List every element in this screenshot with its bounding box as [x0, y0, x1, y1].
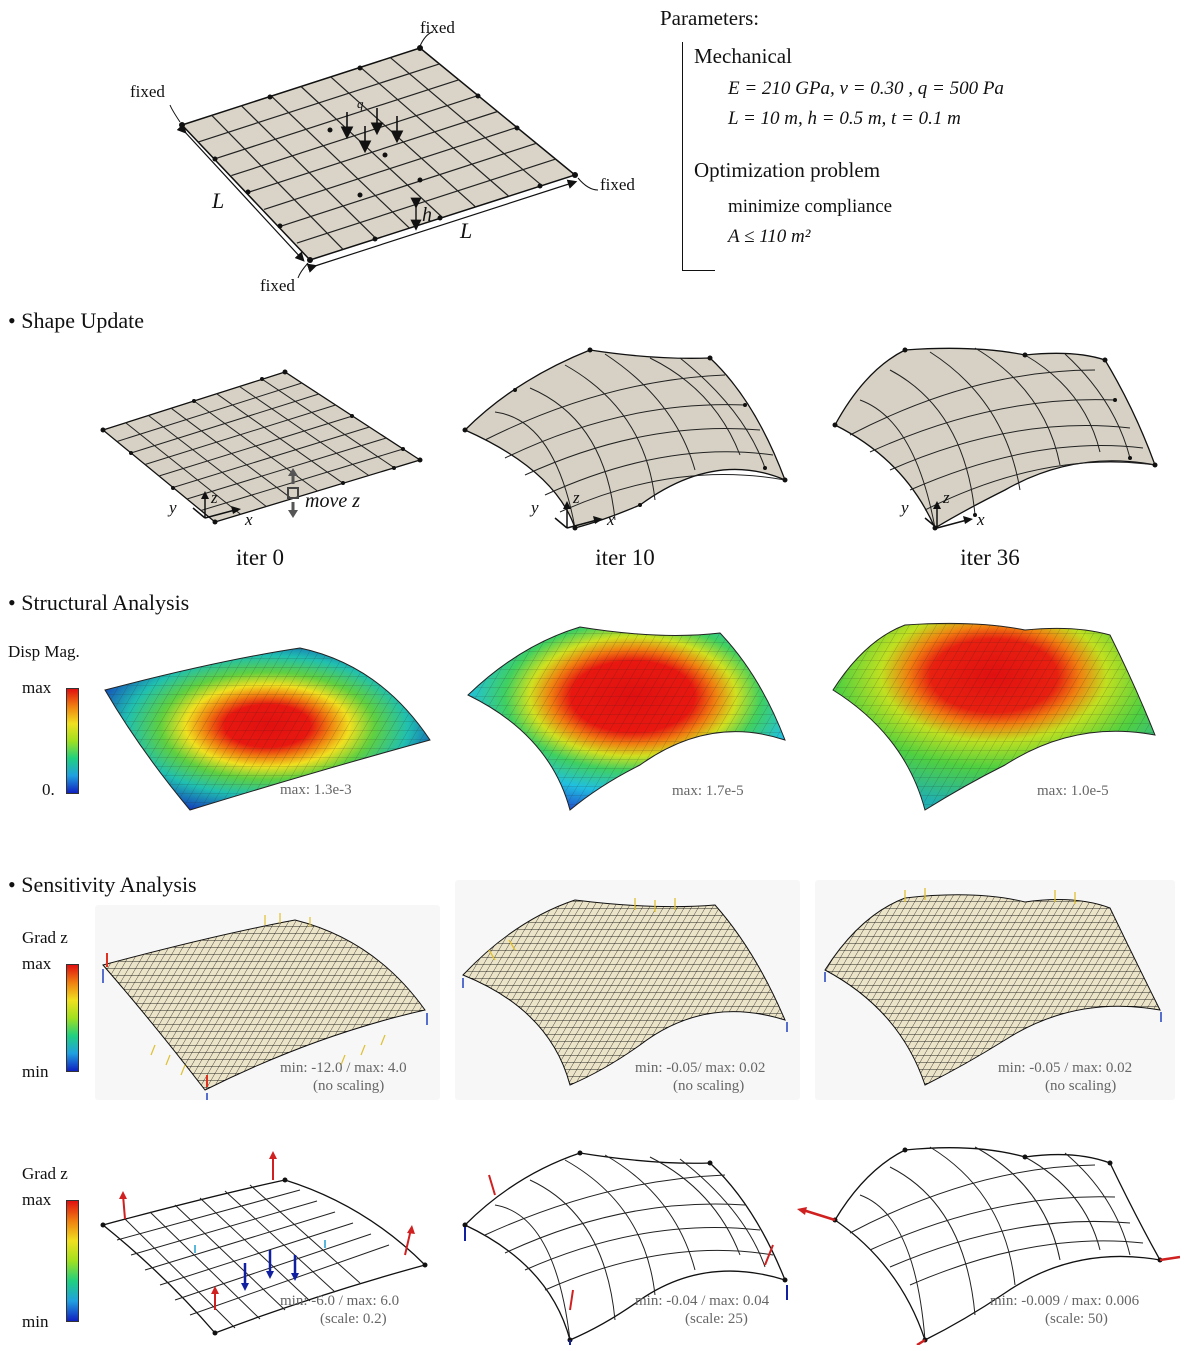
parameters-title: Parameters: — [660, 6, 760, 30]
fixed-label-top: fixed — [420, 18, 455, 37]
axis-x-label-36: x — [977, 510, 985, 529]
shape-iter-0: move z y z x — [95, 360, 435, 540]
sensitivity-analysis-heading: • Sensitivity Analysis — [8, 872, 197, 897]
axis-z-label-0: z — [211, 488, 218, 507]
axis-z-label-36: z — [943, 488, 950, 507]
disp-iter-36-surface — [832, 622, 1156, 811]
grad-sparse-iter-0-grid — [100, 1151, 428, 1336]
axis-y-label-36: y — [901, 498, 909, 517]
parameters-bracket — [682, 42, 715, 271]
mechanical-heading: Mechanical — [694, 44, 792, 68]
grad-row2-note-0: min: -6.0 / max: 6.0 — [280, 1293, 400, 1309]
grad-row2-scale-10: (scale: 25) — [685, 1311, 748, 1327]
disp-colorbar — [66, 688, 79, 794]
grad-colorbar-title-1: Grad z — [22, 928, 68, 947]
grad-row1-scale-0: (no scaling) — [313, 1078, 385, 1094]
disp-colorbar-min: 0. — [42, 780, 55, 799]
shape-iter-36: y z x — [825, 340, 1165, 540]
shape-iter-0-surface — [100, 369, 423, 525]
grad-colorbar-min-1: min — [22, 1062, 49, 1081]
shape-update-heading: • Shape Update — [8, 308, 144, 333]
shape-iter-10-surface — [462, 347, 788, 531]
caption-iter-36: iter 36 — [960, 545, 1020, 570]
grad-row1-note-36: min: -0.05 / max: 0.02 — [998, 1060, 1133, 1076]
caption-iter-10: iter 10 — [595, 545, 655, 570]
grad-dense-iter-0: min: -12.0 / max: 4.0 (no scaling) — [95, 905, 440, 1100]
disp-colorbar-max: max — [22, 678, 52, 697]
grad-dense-iter-0-mesh — [102, 913, 428, 1100]
grad-sparse-iter-36-grid — [797, 1146, 1181, 1347]
parameters-block: Parameters: Mechanical E = 210 GPa, ν = … — [660, 6, 1180, 276]
grad-row1-scale-36: (no scaling) — [1045, 1078, 1117, 1094]
grad-row1-scale-10: (no scaling) — [673, 1078, 745, 1094]
grad-colorbar-title-2: Grad z — [22, 1164, 68, 1183]
grad-dense-iter-10-mesh — [462, 898, 788, 1086]
grad-sparse-iter-10: min: -0.04 / max: 0.04 (scale: 25) — [455, 1135, 800, 1350]
optimization-heading: Optimization problem — [694, 158, 881, 182]
disp-max-note-36: max: 1.0e-5 — [1037, 783, 1109, 799]
shape-iter-36-surface — [832, 347, 1158, 531]
setup-figure: fixed fixed fixed fixed q L L h — [120, 10, 640, 300]
disp-iter-10-surface — [467, 626, 786, 811]
axis-y-label-10: y — [531, 498, 539, 517]
disp-iter-0-surface — [104, 647, 431, 811]
optimization-line-2: A ≤ 110 m² — [728, 226, 811, 247]
shape-iter-10: y z x — [455, 340, 795, 540]
mechanical-line-1: E = 210 GPa, ν = 0.30 , q = 500 Pa — [728, 78, 1004, 99]
grad-row1-note-0: min: -12.0 / max: 4.0 — [280, 1060, 407, 1076]
grad-sparse-iter-0: min: -6.0 / max: 6.0 (scale: 0.2) — [95, 1145, 440, 1345]
grad-dense-iter-10: min: -0.05/ max: 0.02 (no scaling) — [455, 880, 800, 1100]
dim-l-bottom: L — [460, 218, 473, 243]
axis-x-label-0: x — [245, 510, 253, 529]
grad-dense-iter-36-mesh — [824, 888, 1162, 1086]
plate-setup-diagram — [169, 31, 599, 279]
fixed-label-left: fixed — [130, 82, 165, 101]
grad-colorbar-2 — [66, 1200, 79, 1322]
mechanical-line-2: L = 10 m, h = 0.5 m, t = 0.1 m — [728, 108, 961, 129]
dim-h: h — [422, 204, 432, 226]
dim-l-left: L — [212, 188, 225, 213]
fixed-label-right: fixed — [600, 175, 635, 194]
caption-iter-0: iter 0 — [236, 545, 284, 570]
axis-z-label-10: z — [573, 488, 580, 507]
grad-dense-iter-36: min: -0.05 / max: 0.02 (no scaling) — [815, 880, 1175, 1100]
grad-row2-scale-0: (scale: 0.2) — [320, 1311, 387, 1327]
structural-analysis-heading: • Structural Analysis — [8, 590, 190, 615]
load-q-label: q — [357, 96, 364, 111]
grad-row2-scale-36: (scale: 50) — [1045, 1311, 1108, 1327]
disp-field-iter-0: max: 1.3e-3 — [100, 640, 440, 815]
disp-colorbar-title: Disp Mag. — [8, 642, 80, 661]
disp-max-note-10: max: 1.7e-5 — [672, 783, 744, 799]
grad-row2-note-36: min: -0.009 / max: 0.006 — [990, 1293, 1140, 1309]
grad-colorbar-max-2: max — [22, 1190, 52, 1209]
grad-row2-note-10: min: -0.04 / max: 0.04 — [635, 1293, 770, 1309]
grad-row1-note-10: min: -0.05/ max: 0.02 — [635, 1060, 766, 1076]
fixed-label-bottom: fixed — [260, 276, 295, 295]
axis-x-label-10: x — [607, 510, 615, 529]
grad-sparse-iter-10-grid — [462, 1150, 788, 1350]
axis-y-label-0: y — [169, 498, 177, 517]
move-z-label: move z — [305, 490, 360, 512]
optimization-line-1: minimize compliance — [728, 196, 893, 217]
grad-sparse-iter-36: min: -0.009 / max: 0.006 (scale: 50) — [795, 1135, 1181, 1347]
disp-max-note-0: max: 1.3e-3 — [280, 782, 352, 798]
grad-colorbar-max-1: max — [22, 954, 52, 973]
grad-colorbar-1 — [66, 964, 79, 1072]
disp-field-iter-36: max: 1.0e-5 — [825, 615, 1165, 815]
disp-field-iter-10: max: 1.7e-5 — [460, 615, 800, 815]
grad-colorbar-min-2: min — [22, 1312, 49, 1331]
